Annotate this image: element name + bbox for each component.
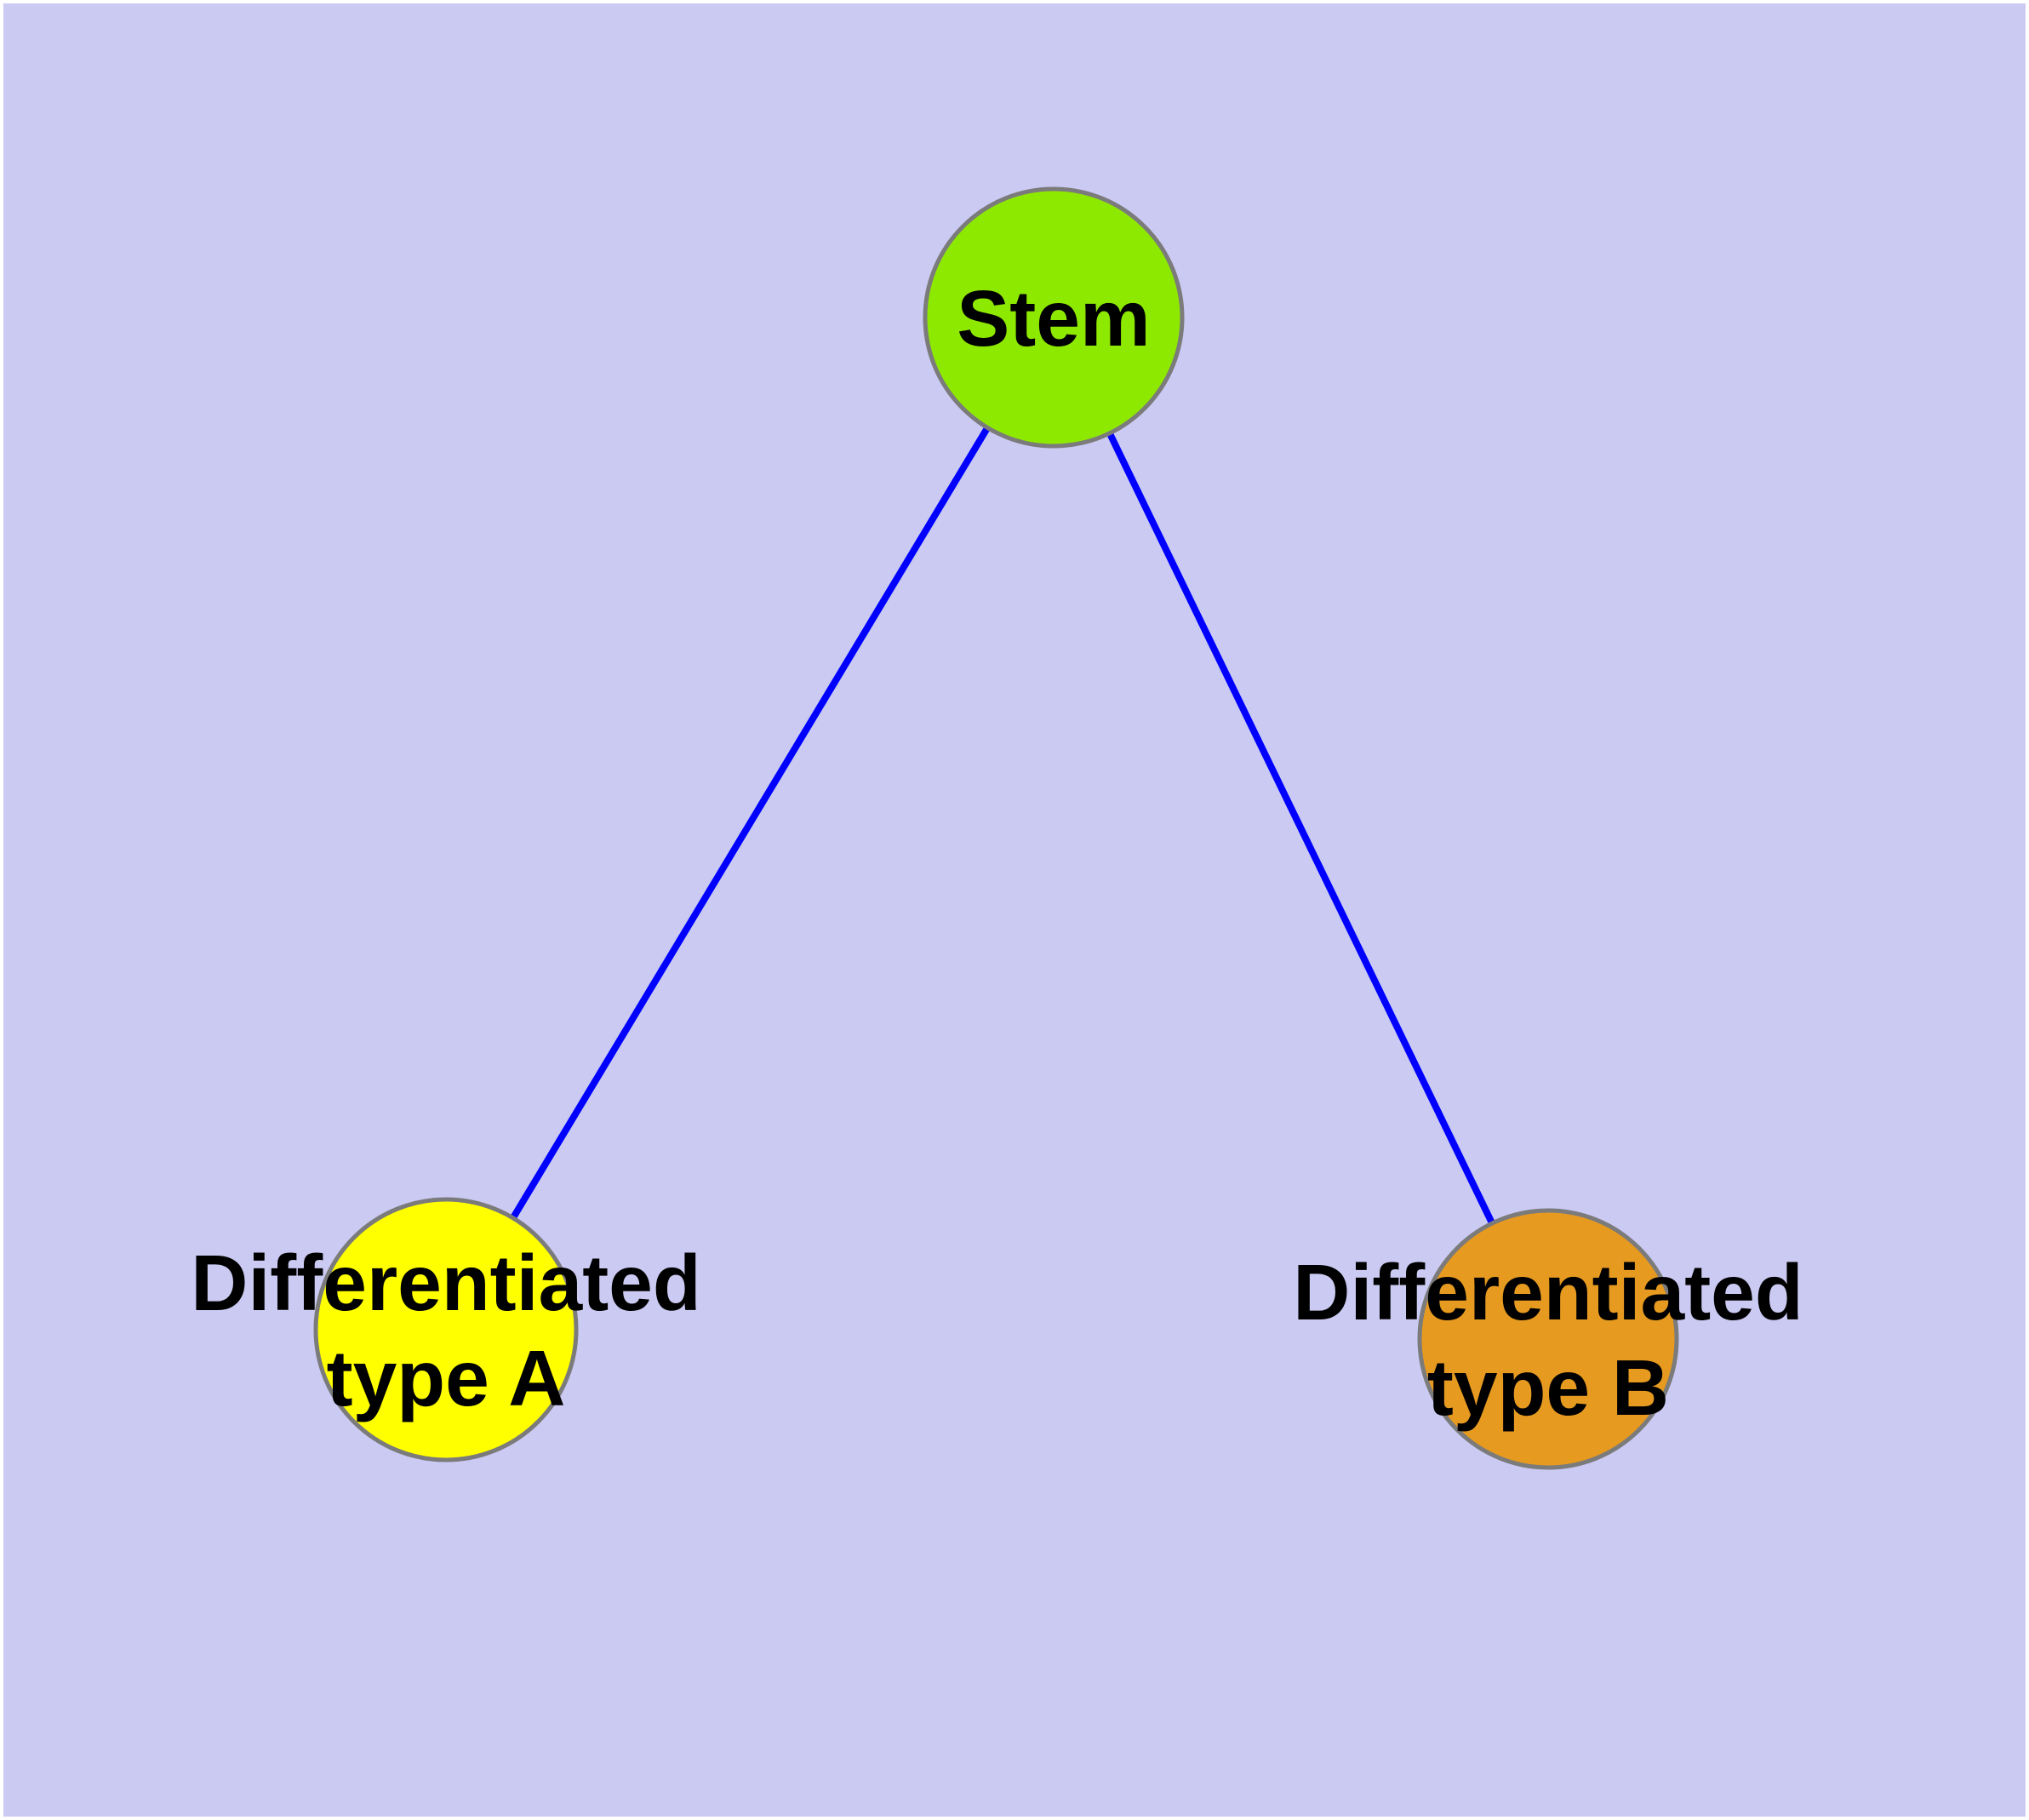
node-stem-label: Stem <box>957 274 1150 363</box>
nodes-layer <box>313 186 1679 1470</box>
node-stem-label-line-1: Stem <box>957 274 1150 363</box>
node-differentiated-type-b-label-line-1: Differentiated <box>1293 1248 1803 1336</box>
edge-stem-to-differentiated-type-b <box>1050 316 1552 1341</box>
node-differentiated-type-b-label-line-2: type B <box>1427 1343 1669 1432</box>
node-differentiated-type-a-label-line-2: type A <box>327 1334 566 1422</box>
node-differentiated-type-a-label-line-1: Differentiated <box>191 1239 700 1327</box>
node-differentiated-type-a-circle <box>313 1197 579 1462</box>
node-differentiated-type-b-circle <box>1417 1208 1679 1470</box>
node-stem-circle <box>923 186 1185 449</box>
edges-layer <box>443 315 1552 1341</box>
edge-stem-to-differentiated-type-a <box>443 315 1057 1332</box>
